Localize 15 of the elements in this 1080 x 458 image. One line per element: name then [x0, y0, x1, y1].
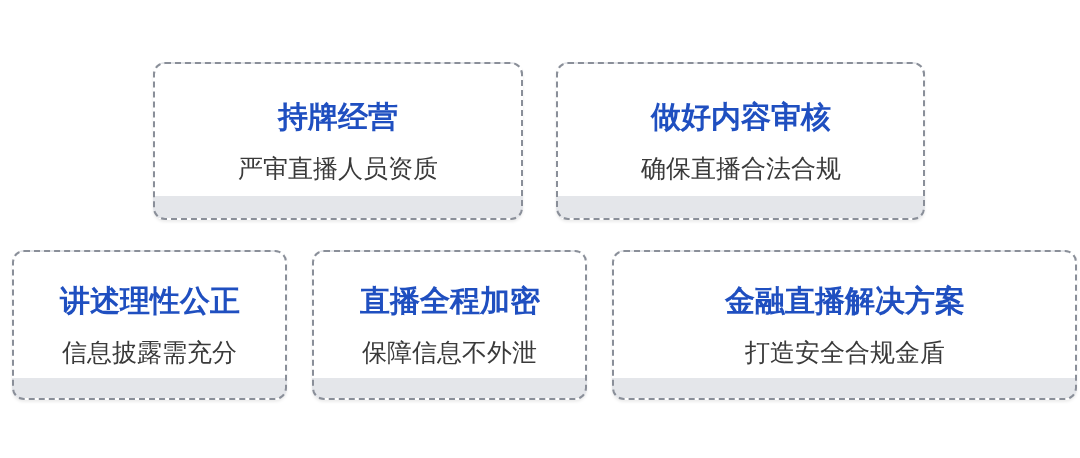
card-heading: 讲述理性公正	[59, 283, 240, 317]
card-subtitle: 信息披露需充分	[62, 338, 237, 367]
card-subtitle: 打造安全合规金盾	[744, 338, 945, 367]
card-heading: 持牌经营	[278, 99, 398, 133]
card-heading: 直播全程加密	[359, 283, 540, 317]
card-heading: 金融直播解决方案	[724, 283, 965, 317]
info-card	[12, 250, 287, 400]
info-card	[612, 250, 1077, 400]
info-card	[556, 62, 925, 220]
card-subtitle: 保障信息不外泄	[362, 338, 537, 367]
card-subtitle: 严审直播人员资质	[238, 154, 438, 183]
info-card	[312, 250, 587, 400]
card-subtitle: 确保直播合法合规	[640, 154, 841, 183]
info-card	[153, 62, 523, 220]
card-heading: 做好内容审核	[650, 99, 831, 133]
